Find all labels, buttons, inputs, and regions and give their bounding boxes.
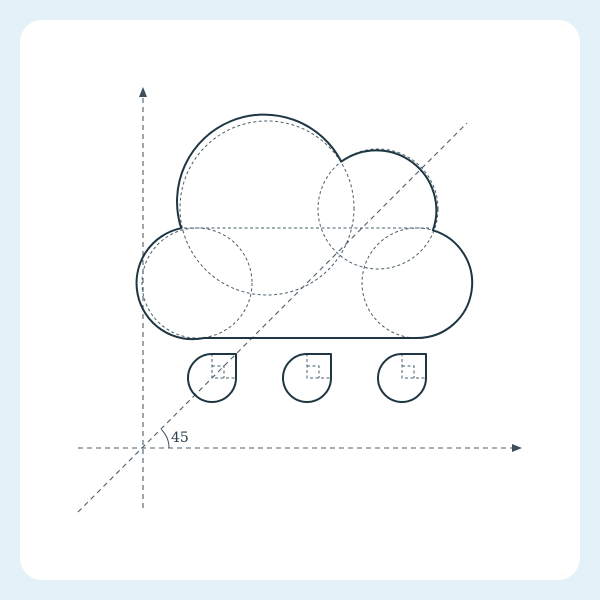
raindrop-guide <box>401 353 427 379</box>
guide-circle-left <box>141 227 253 339</box>
raindrop-2 <box>282 353 332 403</box>
axes <box>77 87 522 513</box>
raindrop-icon <box>187 353 237 403</box>
guide-circle-top-large <box>179 120 355 296</box>
raindrop-icon <box>282 353 332 403</box>
angle-marker: 45 <box>161 429 189 449</box>
raindrop-guide <box>211 353 237 379</box>
cloud-outline <box>135 113 474 341</box>
guide-circle-top-small <box>317 148 439 270</box>
raindrop-guide <box>306 353 332 379</box>
raindrop-icon <box>377 353 427 403</box>
raindrop-1 <box>187 353 237 403</box>
angle-label: 45 <box>171 430 189 446</box>
diagonal-guide-45 <box>77 122 468 513</box>
y-axis-arrow <box>139 87 147 97</box>
angle-arc <box>161 429 170 449</box>
canvas-card <box>20 20 580 580</box>
raindrop-3 <box>377 353 427 403</box>
x-axis-arrow <box>512 444 522 452</box>
